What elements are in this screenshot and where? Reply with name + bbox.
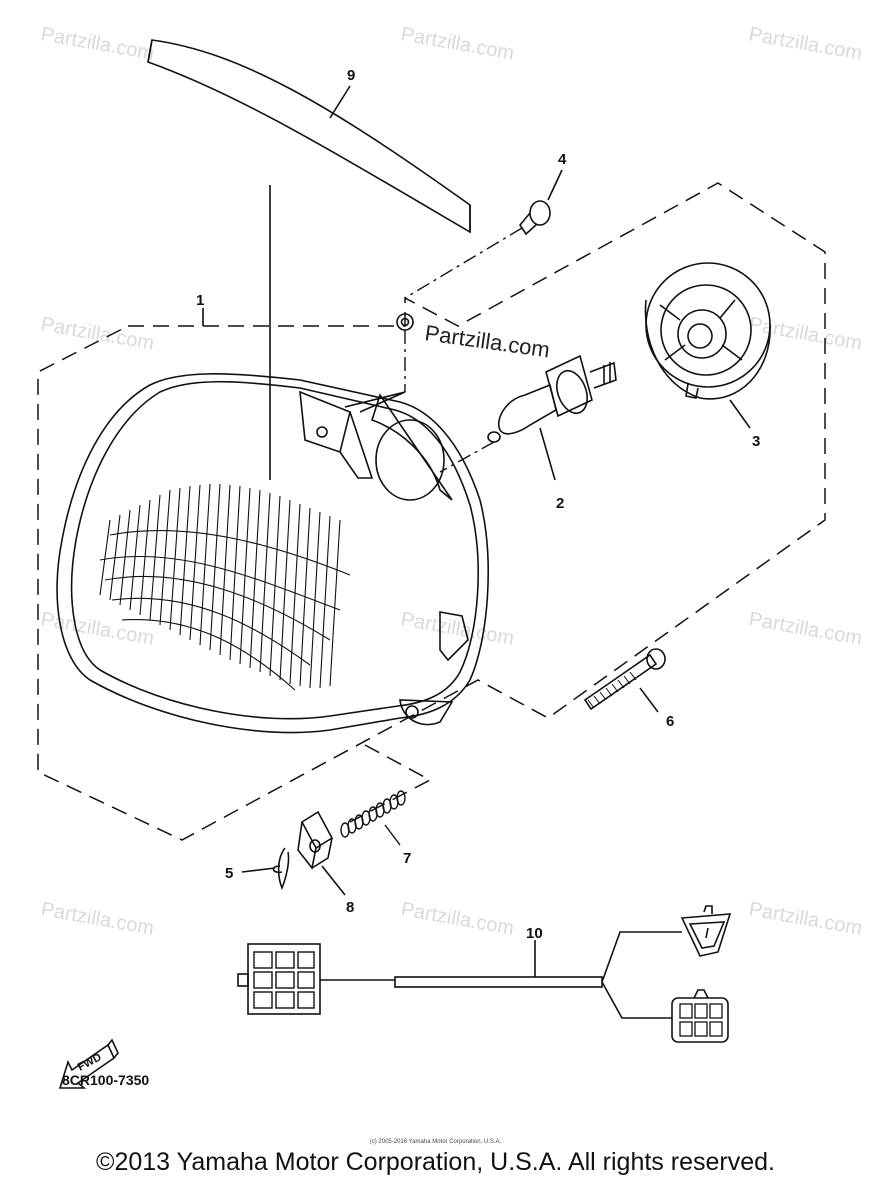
assembly-boundary [37, 182, 826, 841]
bulb-cover-part-3 [644, 262, 771, 429]
clip-part-8 [297, 810, 346, 896]
harness-part-10 [237, 905, 732, 1043]
pin-part-5 [241, 847, 290, 891]
callout-8: 8 [346, 899, 354, 916]
watermark: Partzilla.com [399, 898, 516, 940]
watermark: Partzilla.com [399, 23, 516, 65]
callout-5: 5 [225, 865, 233, 882]
callout-9: 9 [347, 67, 355, 84]
watermark: Partzilla.com [39, 608, 156, 650]
callout-10: 10 [526, 925, 543, 942]
watermark: Partzilla.com [747, 23, 864, 65]
watermark: Partzilla.com [747, 608, 864, 650]
callout-2: 2 [556, 495, 564, 512]
tiny-notice: (c) 2005-2016 Yamaha Motor Corporation, … [369, 1139, 502, 1145]
fwd-label: FWD [76, 1051, 104, 1073]
bulb-part-2 [439, 354, 617, 481]
callout-3: 3 [752, 433, 760, 450]
watermark: Partzilla.com [39, 23, 156, 65]
callout-1: 1 [196, 292, 204, 309]
watermark-dark: Partzilla.com [423, 320, 551, 362]
screw-part-4 [404, 200, 551, 299]
copyright-notice: ©2013 Yamaha Motor Corporation, U.S.A. A… [96, 1148, 775, 1176]
headlight-part-1 [56, 373, 489, 734]
callout-4: 4 [558, 151, 567, 168]
watermarks: Partzilla.com Partzilla.com Partzilla.co… [39, 23, 864, 940]
diagram-code: 8CR100-7350 [62, 1072, 150, 1088]
watermark: Partzilla.com [39, 898, 156, 940]
callout-7: 7 [403, 850, 411, 867]
bolt-part-6 [583, 648, 666, 713]
lens-pattern [99, 483, 351, 691]
watermark: Partzilla.com [747, 898, 864, 940]
spring-part-7 [340, 790, 406, 846]
pad-part-9 [147, 39, 471, 480]
callouts: 1 2 3 4 5 6 7 8 9 10 [196, 67, 760, 942]
callout-leaders [202, 85, 563, 326]
watermark: Partzilla.com [39, 313, 156, 355]
callout-6: 6 [666, 713, 674, 730]
